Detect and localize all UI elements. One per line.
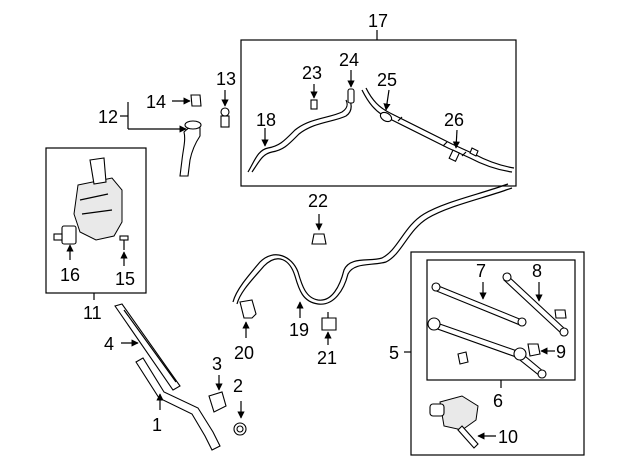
group-box-17 — [240, 39, 517, 187]
washer-hose-19[interactable] — [232, 183, 513, 305]
callout-10[interactable]: 10 — [498, 427, 518, 447]
washer-hose-18[interactable] — [247, 99, 352, 173]
nut-2[interactable] — [233, 422, 247, 436]
group-box-5 — [410, 251, 585, 456]
clip-26[interactable] — [448, 149, 461, 162]
callout-25[interactable]: 25 — [377, 70, 397, 90]
callout-9[interactable]: 9 — [556, 342, 566, 362]
callout-23[interactable]: 23 — [302, 63, 322, 83]
bracket-20[interactable] — [239, 299, 257, 319]
callout-8[interactable]: 8 — [532, 261, 542, 281]
wiper-motor-10[interactable] — [429, 395, 479, 449]
group-box-11 — [45, 147, 147, 294]
callout-19[interactable]: 19 — [289, 320, 309, 340]
callout-26[interactable]: 26 — [444, 110, 464, 130]
callout-7[interactable]: 7 — [476, 261, 486, 281]
washer-reservoir-tank[interactable] — [73, 157, 123, 241]
callout-1[interactable]: 1 — [152, 415, 162, 435]
callout-14[interactable]: 14 — [146, 92, 166, 112]
callout-11[interactable]: 11 — [83, 303, 102, 323]
wiper-blade-4[interactable] — [114, 303, 181, 391]
filler-neck-12[interactable] — [179, 120, 202, 177]
clip-22[interactable] — [311, 233, 327, 245]
callout-13[interactable]: 13 — [216, 69, 236, 89]
joint-24[interactable] — [347, 88, 355, 104]
check-valve-13[interactable] — [220, 107, 230, 128]
clip-25[interactable] — [379, 111, 393, 124]
callout-16[interactable]: 16 — [60, 265, 80, 285]
callout-4[interactable]: 4 — [104, 334, 114, 354]
callout-22[interactable]: 22 — [308, 191, 328, 211]
callout-3[interactable]: 3 — [212, 354, 222, 374]
callout-5[interactable]: 5 — [389, 343, 399, 363]
callout-18[interactable]: 18 — [256, 110, 276, 130]
washer-hose-main[interactable] — [361, 87, 515, 173]
callout-21[interactable]: 21 — [317, 348, 337, 368]
callout-6[interactable]: 6 — [493, 391, 503, 411]
washer-pump-16[interactable] — [53, 225, 77, 245]
reservoir-box-11: 11 16 15 — [45, 147, 147, 323]
callout-17[interactable]: 17 — [368, 11, 388, 31]
callout-24[interactable]: 24 — [339, 50, 359, 70]
callout-15[interactable]: 15 — [115, 269, 135, 289]
cap-14[interactable] — [190, 94, 202, 107]
bolt-15[interactable] — [119, 235, 129, 250]
callout-20[interactable]: 20 — [234, 343, 254, 363]
wiper-arm-1[interactable] — [135, 357, 221, 451]
arm-cap-3[interactable] — [208, 391, 227, 413]
bushing-9[interactable] — [527, 343, 541, 357]
linkage-rod-8[interactable] — [502, 272, 569, 337]
connector-23[interactable] — [310, 99, 318, 110]
callout-12[interactable]: 12 — [98, 107, 118, 127]
clip-21[interactable] — [321, 312, 337, 331]
hose-kit-box-17: 17 18 23 24 25 26 — [240, 11, 517, 187]
linkage-rod-7[interactable] — [431, 282, 527, 327]
linkage-motor-box-5: 5 6 7 8 9 — [389, 251, 585, 456]
callout-2[interactable]: 2 — [233, 376, 243, 396]
linkage-frame[interactable] — [427, 309, 567, 379]
